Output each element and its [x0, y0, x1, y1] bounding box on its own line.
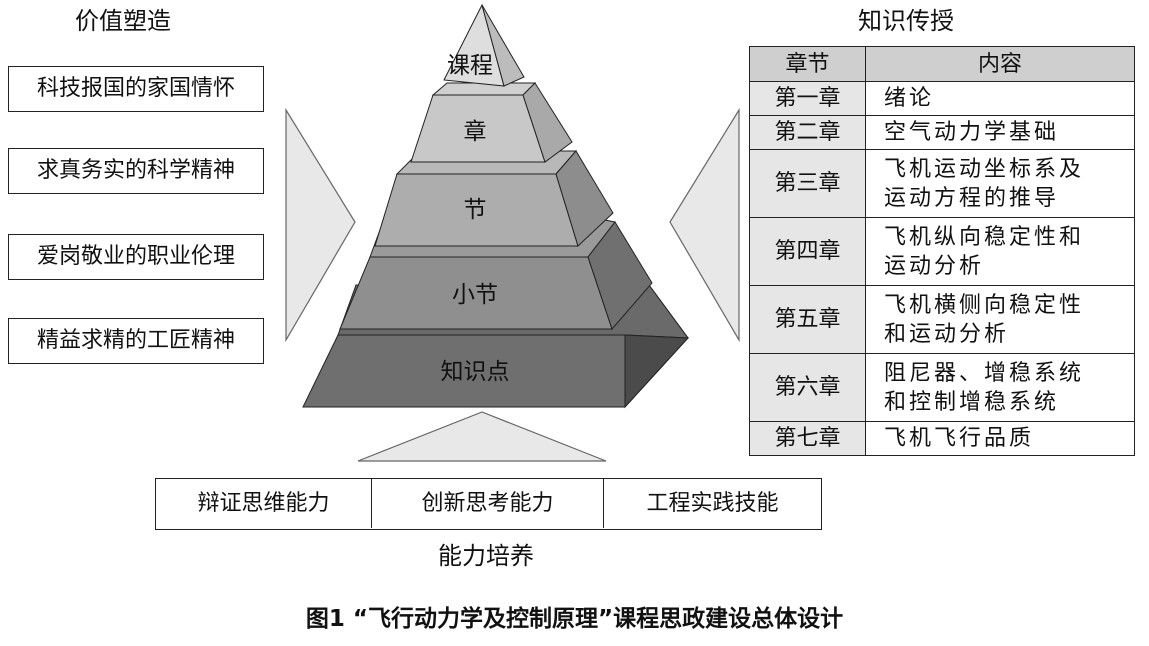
value-item: 爱岗敬业的职业伦理 — [8, 234, 264, 280]
content-line: 飞机纵向稳定性和 — [884, 224, 1085, 250]
table-row: 第一章 绪论 — [749, 81, 1135, 116]
chapter-cell: 第六章 — [749, 353, 866, 422]
content-line: 飞机运动坐标系及 — [884, 156, 1085, 182]
pyramid-level-chapter — [410, 82, 573, 163]
content-line: 飞机飞行品质 — [884, 426, 1035, 451]
value-item: 科技报国的家国情怀 — [8, 66, 264, 112]
values-heading: 价值塑造 — [75, 7, 171, 35]
pyramid-label-section: 节 — [463, 197, 487, 223]
content-cell: 空气动力学基础 — [865, 115, 1135, 150]
ability-heading: 能力培养 — [438, 542, 534, 570]
content-cell: 飞机横侧向稳定性 和运动分析 — [865, 285, 1135, 354]
chapter-cell: 第五章 — [749, 285, 866, 354]
pyramid-level-course — [443, 3, 525, 87]
chapter-cell: 第一章 — [749, 81, 866, 116]
chapter-cell: 第二章 — [749, 115, 866, 150]
content-cell: 飞机纵向稳定性和 运动分析 — [865, 217, 1135, 286]
content-line: 绪论 — [884, 86, 935, 111]
content-line: 和控制增稳系统 — [884, 389, 1060, 415]
ability-item: 辩证思维能力 — [156, 479, 372, 528]
pyramid-label-subsection: 小节 — [452, 282, 498, 308]
content-line: 空气动力学基础 — [884, 120, 1060, 145]
chapter-cell: 第三章 — [749, 149, 866, 218]
table-header-content: 内容 — [865, 46, 1135, 82]
knowledge-table: 章节 内容 第一章 绪论 第二章 空气动力学基础 第三章 飞机运动坐标系及 运动… — [749, 46, 1135, 456]
content-line: 运动方程的推导 — [884, 185, 1060, 211]
ability-item: 创新思考能力 — [372, 479, 604, 528]
value-item: 求真务实的科学精神 — [8, 148, 264, 194]
table-row: 第三章 飞机运动坐标系及 运动方程的推导 — [749, 149, 1135, 218]
table-row: 第六章 阻尼器、增稳系统 和控制增稳系统 — [749, 353, 1135, 422]
content-line: 运动分析 — [884, 253, 985, 279]
right-arrow — [669, 107, 740, 343]
content-line: 飞机横侧向稳定性 — [884, 292, 1085, 318]
table-row: 第四章 飞机纵向稳定性和 运动分析 — [749, 217, 1135, 286]
content-cell: 飞机飞行品质 — [865, 421, 1135, 456]
bottom-arrow — [357, 411, 607, 462]
figure-caption: 图1 “飞行动力学及控制原理”课程思政建设总体设计 — [305, 606, 844, 632]
table-header-chapter: 章节 — [749, 46, 866, 82]
ability-row: 辩证思维能力 创新思考能力 工程实践技能 — [155, 478, 822, 530]
knowledge-heading: 知识传授 — [858, 7, 954, 35]
pyramid-label-chapter: 章 — [463, 119, 487, 145]
chapter-cell: 第四章 — [749, 217, 866, 286]
ability-item: 工程实践技能 — [646, 491, 779, 516]
table-header-row: 章节 内容 — [749, 46, 1135, 82]
content-cell: 飞机运动坐标系及 运动方程的推导 — [865, 149, 1135, 218]
table-row: 第五章 飞机横侧向稳定性 和运动分析 — [749, 285, 1135, 354]
table-row: 第二章 空气动力学基础 — [749, 115, 1135, 150]
value-item: 精益求精的工匠精神 — [8, 318, 264, 364]
pyramid-label-course: 课程 — [447, 53, 493, 79]
content-line: 和运动分析 — [884, 321, 1010, 347]
table-row: 第七章 飞机飞行品质 — [749, 421, 1135, 456]
left-arrow — [285, 107, 356, 343]
content-cell: 绪论 — [865, 81, 1135, 116]
content-cell: 阻尼器、增稳系统 和控制增稳系统 — [865, 353, 1135, 422]
content-line: 阻尼器、增稳系统 — [884, 360, 1085, 386]
chapter-cell: 第七章 — [749, 421, 866, 456]
pyramid-label-knowledge-point: 知识点 — [440, 359, 510, 385]
